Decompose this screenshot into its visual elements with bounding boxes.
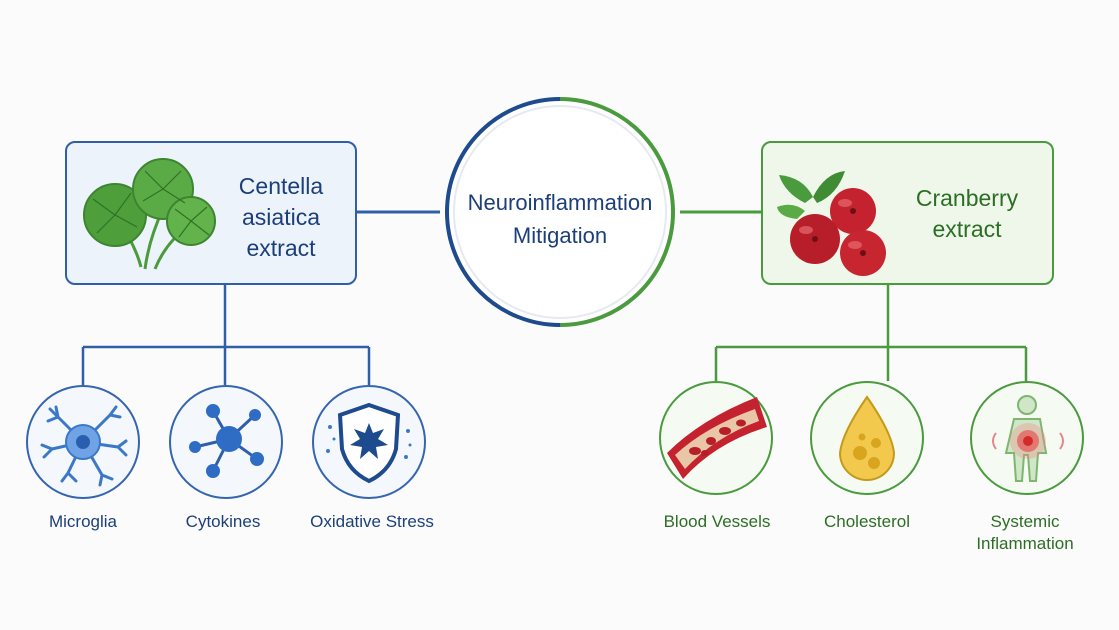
center-title-line1: Neuroinflammation <box>467 190 653 215</box>
systemic-inflammation-line1: Systemic <box>990 512 1060 531</box>
cytokines-node <box>169 385 283 499</box>
centella-title: Centella asiatica extract <box>217 171 345 264</box>
cranberries-icon <box>777 171 886 276</box>
centella-title-line2: asiatica <box>242 204 320 230</box>
shield-burst-icon <box>326 402 412 484</box>
centella-leaves-icon <box>83 158 216 270</box>
blood-vessels-node <box>659 381 773 495</box>
center-ring-blue <box>445 97 561 327</box>
cranberry-title: Cranberry extract <box>897 183 1037 245</box>
center-concept-label: Neuroinflammation Mitigation <box>440 186 680 252</box>
center-ring-green <box>559 97 675 327</box>
molecule-network-icon <box>189 404 264 478</box>
oxidative-stress-label: Oxidative Stress <box>310 512 434 531</box>
cranberry-extract-box: Cranberry extract <box>761 141 1054 285</box>
oxidative-stress-node <box>312 385 426 499</box>
systemic-inflammation-node <box>970 381 1084 495</box>
cytokines-label: Cytokines <box>185 512 261 531</box>
centella-title-line1: Centella <box>238 173 324 199</box>
systemic-inflammation-label: Systemic Inflammation <box>950 511 1100 555</box>
oil-drop-icon <box>838 395 896 481</box>
centella-title-line3: extract <box>246 235 316 261</box>
centella-extract-box: Centella asiatica extract <box>65 141 357 285</box>
left-tree-connector <box>81 285 371 385</box>
cholesterol-node <box>810 381 924 495</box>
body-inflammation-icon <box>992 395 1064 482</box>
center-title-line2: Mitigation <box>512 223 608 248</box>
cranberry-title-line1: Cranberry <box>915 185 1019 211</box>
blood-vessel-icon <box>667 397 767 479</box>
cranberry-title-line2: extract <box>932 216 1002 242</box>
right-tree-connector <box>714 285 1028 381</box>
cholesterol-label: Cholesterol <box>824 512 910 531</box>
microglia-node <box>26 385 140 499</box>
microglia-cell-icon <box>40 405 128 487</box>
microglia-label: Microglia <box>48 512 118 531</box>
blood-vessels-label: Blood Vessels <box>663 512 771 531</box>
systemic-inflammation-line2: Inflammation <box>976 534 1074 553</box>
